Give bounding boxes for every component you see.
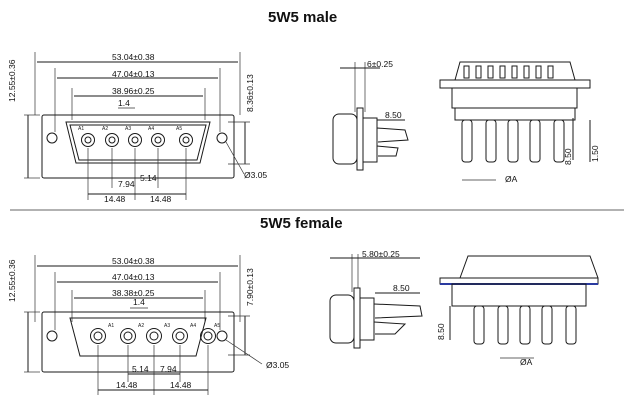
male-contact-label: A1	[78, 126, 84, 132]
female-dim-w1: 14.48	[116, 380, 138, 390]
male-contact-label: A5	[176, 126, 182, 132]
male-dim-overall: 53.04±0.38	[112, 52, 155, 62]
male-dim-side-thickness: 6±0.25	[367, 59, 393, 69]
male-dim-w1: 14.48	[104, 194, 126, 204]
male-dim-hole: Ø3.05	[244, 170, 267, 180]
male-side-view: 6±0.25 8.50	[332, 59, 409, 171]
male-dim-shell: 38.96±0.25	[112, 86, 155, 96]
female-dim-pin-diameter: ØA	[520, 357, 533, 367]
female-contact-label: A4	[190, 323, 196, 329]
male-dim-right-height: 8.36±0.13	[245, 74, 255, 112]
male-contact-label: A4	[148, 126, 154, 132]
female-rear-view: 8.50 ØA	[436, 255, 599, 367]
female-dim-hole: Ø3.05	[266, 360, 289, 370]
female-dim-w2: 14.48	[170, 380, 192, 390]
male-dim-side-length: 8.50	[385, 110, 402, 120]
female-contact-label: A3	[164, 323, 170, 329]
male-pins	[461, 119, 565, 163]
female-dim-mount: 47.04±0.13	[112, 272, 155, 282]
female-contact-label: A5	[214, 323, 220, 329]
male-contact-label: A3	[125, 126, 131, 132]
female-dim-d2: 7.94	[160, 364, 177, 374]
male-dim-height: 12.55±0.36	[7, 59, 17, 102]
male-dim-pitch-small: 1.4	[118, 98, 130, 108]
female-title: 5W5 female	[260, 215, 343, 232]
male-dim-w2: 14.48	[150, 194, 172, 204]
female-dim-overall: 53.04±0.38	[112, 256, 155, 266]
female-contact-label: A2	[138, 323, 144, 329]
female-dim-side-length: 8.50	[393, 283, 410, 293]
female-dim-pin-length: 8.50	[436, 323, 446, 340]
female-contact-label: A1	[108, 323, 114, 329]
female-front-view: 53.04±0.38 47.04±0.13 38.38±0.25 1.4 12.…	[7, 255, 289, 395]
male-dim-pin-short: 1.50	[590, 145, 600, 162]
male-dim-pin-length: 8.50	[563, 148, 573, 165]
female-side-view: 5.80±0.25 8.50	[329, 249, 423, 349]
female-dim-right-height: 7.90±0.13	[245, 268, 255, 306]
male-title: 5W5 male	[268, 9, 337, 26]
male-front-view: 53.04±0.38 47.04±0.13 38.96±0.25 1.4 12.…	[7, 52, 267, 204]
female-dim-d1: 5.14	[132, 364, 149, 374]
female-pins	[473, 305, 577, 345]
male-dim-pin-diameter: ØA	[505, 174, 518, 184]
female-dim-pitch-small: 1.4	[133, 297, 145, 307]
male-rear-view: ØA 8.50 1.50	[439, 61, 600, 184]
male-dim-mount: 47.04±0.13	[112, 69, 155, 79]
female-dim-side-thickness: 5.80±0.25	[362, 249, 400, 259]
female-dim-shell: 38.38±0.25	[112, 288, 155, 298]
female-dim-height: 12.55±0.36	[7, 259, 17, 302]
male-dim-d1: 7.94	[118, 179, 135, 189]
male-contact-label: A2	[102, 126, 108, 132]
male-dim-d2: 5.14	[140, 173, 157, 183]
